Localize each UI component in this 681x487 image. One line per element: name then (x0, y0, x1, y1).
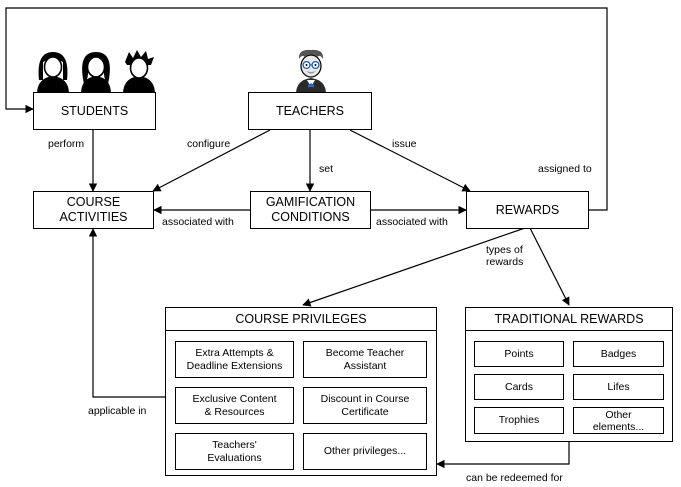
reward-item: Points (474, 341, 564, 367)
applicable-in-connector (88, 228, 165, 398)
course-activities-node: COURSE ACTIVITIES (33, 191, 154, 229)
privilege-item-label: Become Teacher Assistant (325, 346, 405, 372)
issue-arrow (349, 129, 471, 192)
reward-item-label: Lifes (607, 380, 630, 393)
rewards-node: REWARDS (466, 191, 589, 229)
redeemed-for-label: can be redeemed for (466, 472, 563, 484)
perform-label: perform (48, 138, 85, 150)
associated-with-left-label: associated with (162, 216, 234, 228)
privilege-item: Extra Attempts & Deadline Extensions (175, 341, 294, 378)
course-privileges-title: COURSE PRIVILEGES (166, 308, 436, 331)
reward-item: Cards (474, 374, 564, 400)
gamification-conditions-label: GAMIFICATION CONDITIONS (265, 195, 356, 224)
rewards-to-privileges-arrow (302, 227, 526, 307)
reward-item: Badges (573, 341, 664, 367)
gamification-conditions-node: GAMIFICATION CONDITIONS (250, 191, 371, 229)
redeemed-for-connector (436, 442, 570, 469)
reward-item-label: Trophies (498, 414, 540, 426)
privilege-item-label: Discount in Course Certificate (320, 392, 410, 418)
students-icon (37, 50, 155, 94)
students-node: STUDENTS (33, 92, 156, 130)
types-of-rewards-label: types of rewards (486, 244, 524, 268)
teacher-icon (296, 49, 326, 94)
configure-label: configure (187, 138, 231, 150)
rewards-label: REWARDS (495, 202, 560, 217)
privilege-item: Discount in Course Certificate (303, 387, 427, 424)
reward-item-label: Cards (504, 380, 533, 393)
reward-item-label: Badges (600, 347, 637, 360)
privilege-item-label: Exclusive Content & Resources (192, 392, 277, 418)
reward-item-label: Other elements... (592, 408, 645, 433)
course-activities-label: COURSE ACTIVITIES (59, 195, 128, 224)
associated-with-right-label: associated with (376, 216, 448, 228)
privilege-item: Teachers' Evaluations (175, 433, 294, 470)
teachers-label: TEACHERS (275, 103, 345, 118)
teachers-node: TEACHERS (248, 92, 372, 130)
set-label: set (319, 163, 334, 175)
reward-item-label: Points (504, 347, 534, 360)
privilege-item: Become Teacher Assistant (303, 341, 427, 378)
students-label: STUDENTS (60, 103, 129, 118)
traditional-rewards-title: TRADITIONAL REWARDS (466, 308, 672, 331)
reward-item: Lifes (573, 374, 664, 400)
issue-label: issue (392, 138, 417, 150)
privilege-item-label: Teachers' Evaluations (207, 438, 262, 464)
privilege-item-label: Extra Attempts & Deadline Extensions (186, 346, 283, 372)
reward-item: Other elements... (573, 407, 664, 434)
rewards-to-traditional-arrow (529, 227, 570, 306)
privilege-item: Exclusive Content & Resources (175, 387, 294, 424)
privilege-item: Other privileges... (303, 433, 427, 470)
reward-item: Trophies (474, 407, 564, 434)
assigned-to-connector (5, 7, 608, 211)
configure-arrow (152, 129, 271, 192)
assigned-to-label: assigned to (538, 163, 592, 175)
privilege-item-label: Other privileges... (323, 445, 407, 457)
applicable-in-label: applicable in (88, 405, 147, 417)
